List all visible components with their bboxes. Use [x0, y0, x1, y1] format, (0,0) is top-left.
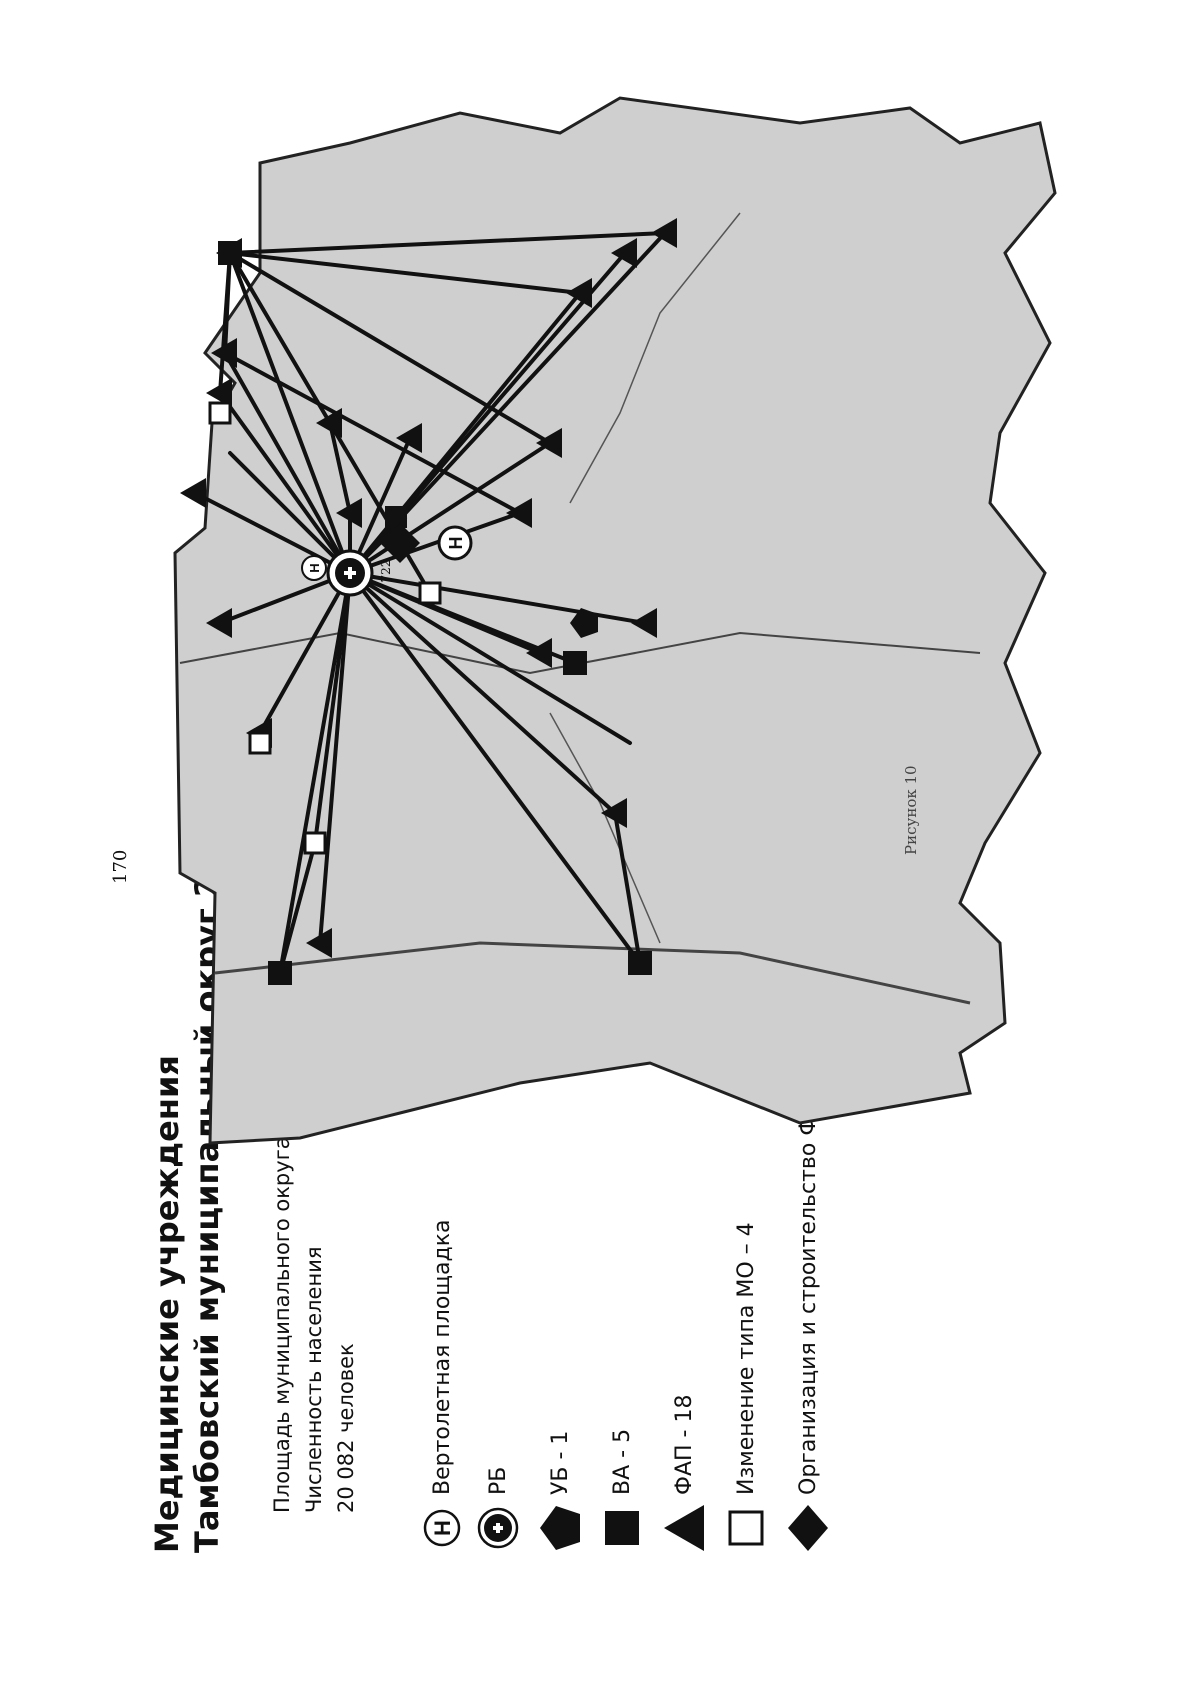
va-square-icon [268, 961, 292, 985]
va-square-icon [385, 506, 407, 528]
va-square-icon [628, 951, 652, 975]
fap-triangle-icon [611, 238, 637, 268]
hollow-square-markers [208, 401, 442, 855]
district-boundary-line [179, 631, 981, 675]
fap-triangle-icon [651, 218, 677, 248]
fap-triangle-icon [211, 338, 237, 368]
fap-triangle-icon [601, 798, 627, 828]
population-value: 20 082 человек [334, 1343, 358, 1513]
legend-item-triangle: ФАП - 18 [662, 1395, 706, 1553]
square-icon [600, 1503, 644, 1553]
district-hospital-icon [476, 1503, 520, 1553]
population-label: Численность населения [302, 1246, 326, 1514]
district-hospital-marker [326, 549, 374, 597]
fap-triangle-icon [506, 498, 532, 528]
fap-triangle-icon [306, 928, 332, 958]
figure-caption: Рисунок 10 [902, 765, 920, 855]
road-line [569, 212, 741, 504]
fap-triangle-icon [526, 638, 552, 668]
legend-item-hollow-square: Изменение типа МО – 4 [724, 1222, 768, 1553]
legend-item-square: ВА - 5 [600, 1429, 644, 1553]
svg-text:H: H [430, 1520, 455, 1536]
va-square-icon [218, 241, 242, 265]
helipad-marker: H [437, 525, 473, 561]
fap-triangle-icon [631, 608, 657, 638]
fap-triangle-icon [336, 498, 362, 528]
fap-triangle-icon [566, 278, 592, 308]
uchastkovaya-hospital-pentagon-icon [570, 608, 598, 638]
legend-item-diamond: Организация и строительство ФАП - 1 [786, 1049, 830, 1553]
district-map: H H 722 [173, 96, 1057, 1145]
svg-text:H: H [307, 563, 322, 572]
legend-label: УБ - 1 [547, 1430, 573, 1495]
district-boundary-line [214, 941, 971, 1005]
mo-type-change-icon [303, 831, 327, 855]
mo-type-change-icon [208, 401, 232, 425]
legend-item-district-hospital: РБ [476, 1467, 520, 1553]
fap-triangle-icon [536, 428, 562, 458]
fap-triangle-icon [316, 408, 342, 438]
legend-label: РБ [485, 1466, 511, 1495]
road-line [549, 712, 661, 944]
fap-triangle-icon [206, 378, 232, 408]
helipad-marker: H [301, 555, 327, 581]
va-square-icon [563, 651, 587, 675]
hollow-square-icon [724, 1503, 768, 1553]
district-territory [173, 96, 1057, 1145]
fap-triangle-icon [396, 423, 422, 453]
square-markers [218, 241, 652, 985]
helipad-icon: H [420, 1503, 464, 1553]
mo-type-change-icon [418, 581, 442, 605]
legend-label: ФАП - 18 [671, 1394, 697, 1495]
pentagon-icon [538, 1503, 582, 1553]
legend-label: ВА - 5 [609, 1428, 635, 1495]
fap-triangle-icon [180, 478, 206, 508]
fap-triangle-icon [206, 608, 232, 638]
triangle-icon [662, 1503, 706, 1553]
legend-item-helipad: H Вертолетная площадка [420, 1220, 464, 1553]
diamond-icon [786, 1503, 830, 1553]
new-fap-diamond-icon [380, 523, 420, 563]
legend-item-pentagon: УБ - 1 [538, 1431, 582, 1553]
mo-type-change-icon [248, 731, 272, 755]
svg-text:H: H [446, 537, 466, 550]
map-label-722: 722 [379, 560, 393, 583]
